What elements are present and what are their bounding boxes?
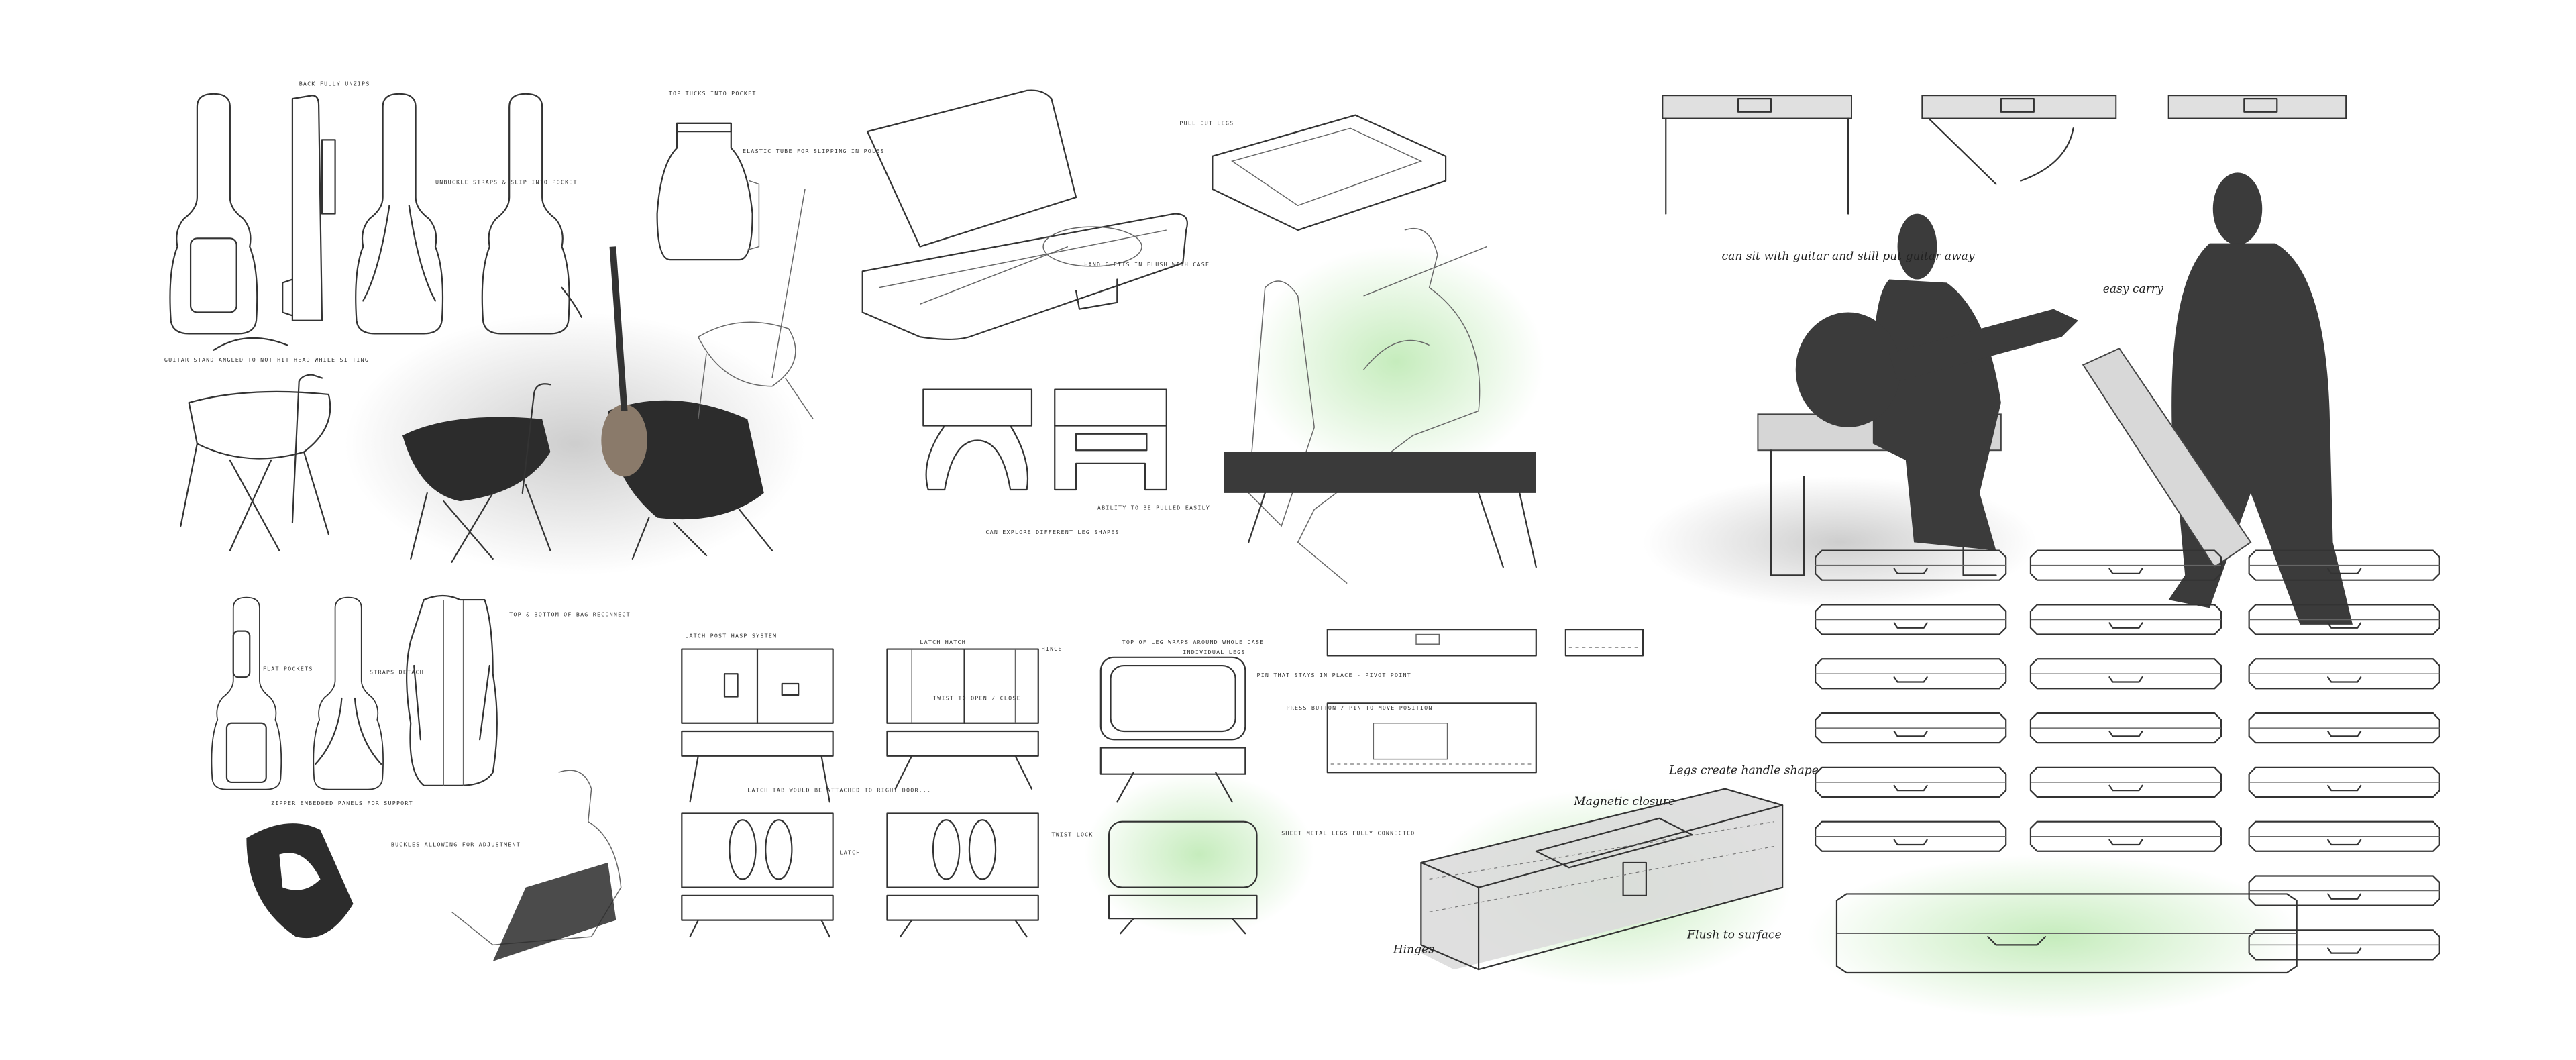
- green-glow: [1248, 246, 1545, 477]
- note-reconnect: TOP & BOTTOM OF BAG RECONNECT: [509, 611, 631, 618]
- note-individual-legs: INDIVIDUAL LEGS: [1183, 649, 1245, 655]
- note-buckles: BUCKLES ALLOWING FOR ADJUSTMENT: [391, 841, 521, 847]
- note-handle-flush: HANDLE FITS IN FLUSH WITH CASE: [1084, 261, 1210, 268]
- case-sheet-metal-legs: [1108, 820, 1258, 935]
- note-magnetic-closure: Magnetic closure: [1573, 795, 1675, 808]
- note-latch-tab: LATCH TAB WOULD BE ATTACHED TO RIGHT DOO…: [747, 787, 931, 794]
- cabinet-oval-doors-1: [681, 812, 834, 938]
- hard-case-open: [861, 89, 1188, 340]
- note-zipper-panels: ZIPPER EMBEDDED PANELS FOR SUPPORT: [271, 800, 413, 806]
- note-back-unzips: BACK FULLY UNZIPS: [299, 81, 370, 87]
- backpack-chair-render: [246, 823, 354, 939]
- chair-sketch-guitar-stand: [180, 337, 331, 551]
- green-glow: [1084, 772, 1315, 937]
- chair-render-with-guitar: [601, 246, 773, 560]
- note-hinge: HINGE: [1042, 645, 1063, 652]
- standing-silhouette-carrying-case: [2082, 172, 2353, 625]
- green-glow: [1807, 854, 2300, 1019]
- case-final-large: [1835, 893, 2298, 974]
- case-orthographic-views: [1326, 629, 1644, 774]
- case-wrap-legs: [1099, 656, 1246, 803]
- cabinet-latch-hasp: [681, 648, 834, 803]
- note-pull-out-legs: PULL OUT LEGS: [1179, 119, 1234, 126]
- gig-bag-front: [169, 93, 258, 335]
- note-leg-shapes: CAN EXPLORE DIFFERENT LEG SHAPES: [985, 529, 1119, 535]
- note-easy-carry: easy carry: [2103, 282, 2163, 296]
- gig-bag-back: [355, 93, 444, 335]
- note-flat-pockets: FLAT POCKETS: [263, 665, 313, 672]
- backpack-front: [211, 596, 282, 790]
- person-sitting-sketch: [451, 770, 622, 961]
- case-table-closed: [2167, 95, 2347, 119]
- note-pin-pivot: PIN THAT STAYS IN PLACE - PIVOT POINT: [1256, 672, 1411, 678]
- note-elastic-tube: ELASTIC TUBE FOR SLIPPING IN POLES: [743, 148, 885, 154]
- note-twist-lock: TWIST LOCK: [1051, 831, 1093, 838]
- leg-shape-arch: [922, 388, 1033, 491]
- note-flush-surface: Flush to surface: [1686, 929, 1782, 942]
- note-straps-detach: STRAPS DETACH: [370, 668, 424, 675]
- leg-shape-rect: [1054, 388, 1167, 491]
- note-unbuckle: UNBUCKLE STRAPS & SLIP INTO POCKET: [435, 178, 578, 185]
- chair-render-empty: [402, 383, 551, 563]
- note-latch-hatch: LATCH HATCH: [920, 639, 966, 645]
- cabinet-oval-doors-2: [886, 812, 1039, 938]
- note-sheet-metal: SHEET METAL LEGS FULLY CONNECTED: [1281, 829, 1415, 836]
- note-pulled-easily: ABILITY TO BE PULLED EASILY: [1097, 504, 1210, 511]
- gig-bag-side: [282, 95, 336, 321]
- note-press-button: PRESS BUTTON / PIN TO MOVE POSITION: [1287, 704, 1433, 711]
- backpack-open-flat: [406, 594, 498, 786]
- note-twist-open: TWIST TO OPEN / CLOSE: [933, 694, 1021, 701]
- note-latch: LATCH: [839, 849, 860, 856]
- note-sit-with-guitar-1: can sit with guitar and still put guitar…: [1722, 250, 1975, 263]
- case-table-leg-folding: [1921, 95, 2117, 185]
- note-guitar-stand: GUITAR STAND ANGLED TO NOT HIT HEAD WHIL…: [164, 356, 369, 363]
- case-isometric-final: [1420, 788, 1784, 971]
- gig-bag-back-tucked: [481, 93, 583, 335]
- people-on-bench-sketch: [1224, 227, 1537, 584]
- note-hinges: Hinges: [1393, 943, 1435, 957]
- case-table-legs-down: [1662, 95, 1852, 215]
- note-leg-wraps: TOP OF LEG WRAPS AROUND WHOLE CASE: [1122, 639, 1265, 645]
- seated-silhouette-with-guitar: [1757, 213, 2078, 576]
- gig-bag-top-tucked: [656, 122, 760, 261]
- note-top-tucks: TOP TUCKS INTO POCKET: [669, 90, 757, 97]
- backpack-back: [313, 596, 384, 790]
- case-pull-out-legs: [1212, 114, 1447, 231]
- cabinet-latch-hatch: [886, 648, 1039, 790]
- note-legs-handle: Legs create handle shape: [1668, 764, 1819, 778]
- chair-sketch-with-guitar: [697, 189, 814, 420]
- note-latch-hasp: LATCH POST HASP SYSTEM: [685, 632, 777, 639]
